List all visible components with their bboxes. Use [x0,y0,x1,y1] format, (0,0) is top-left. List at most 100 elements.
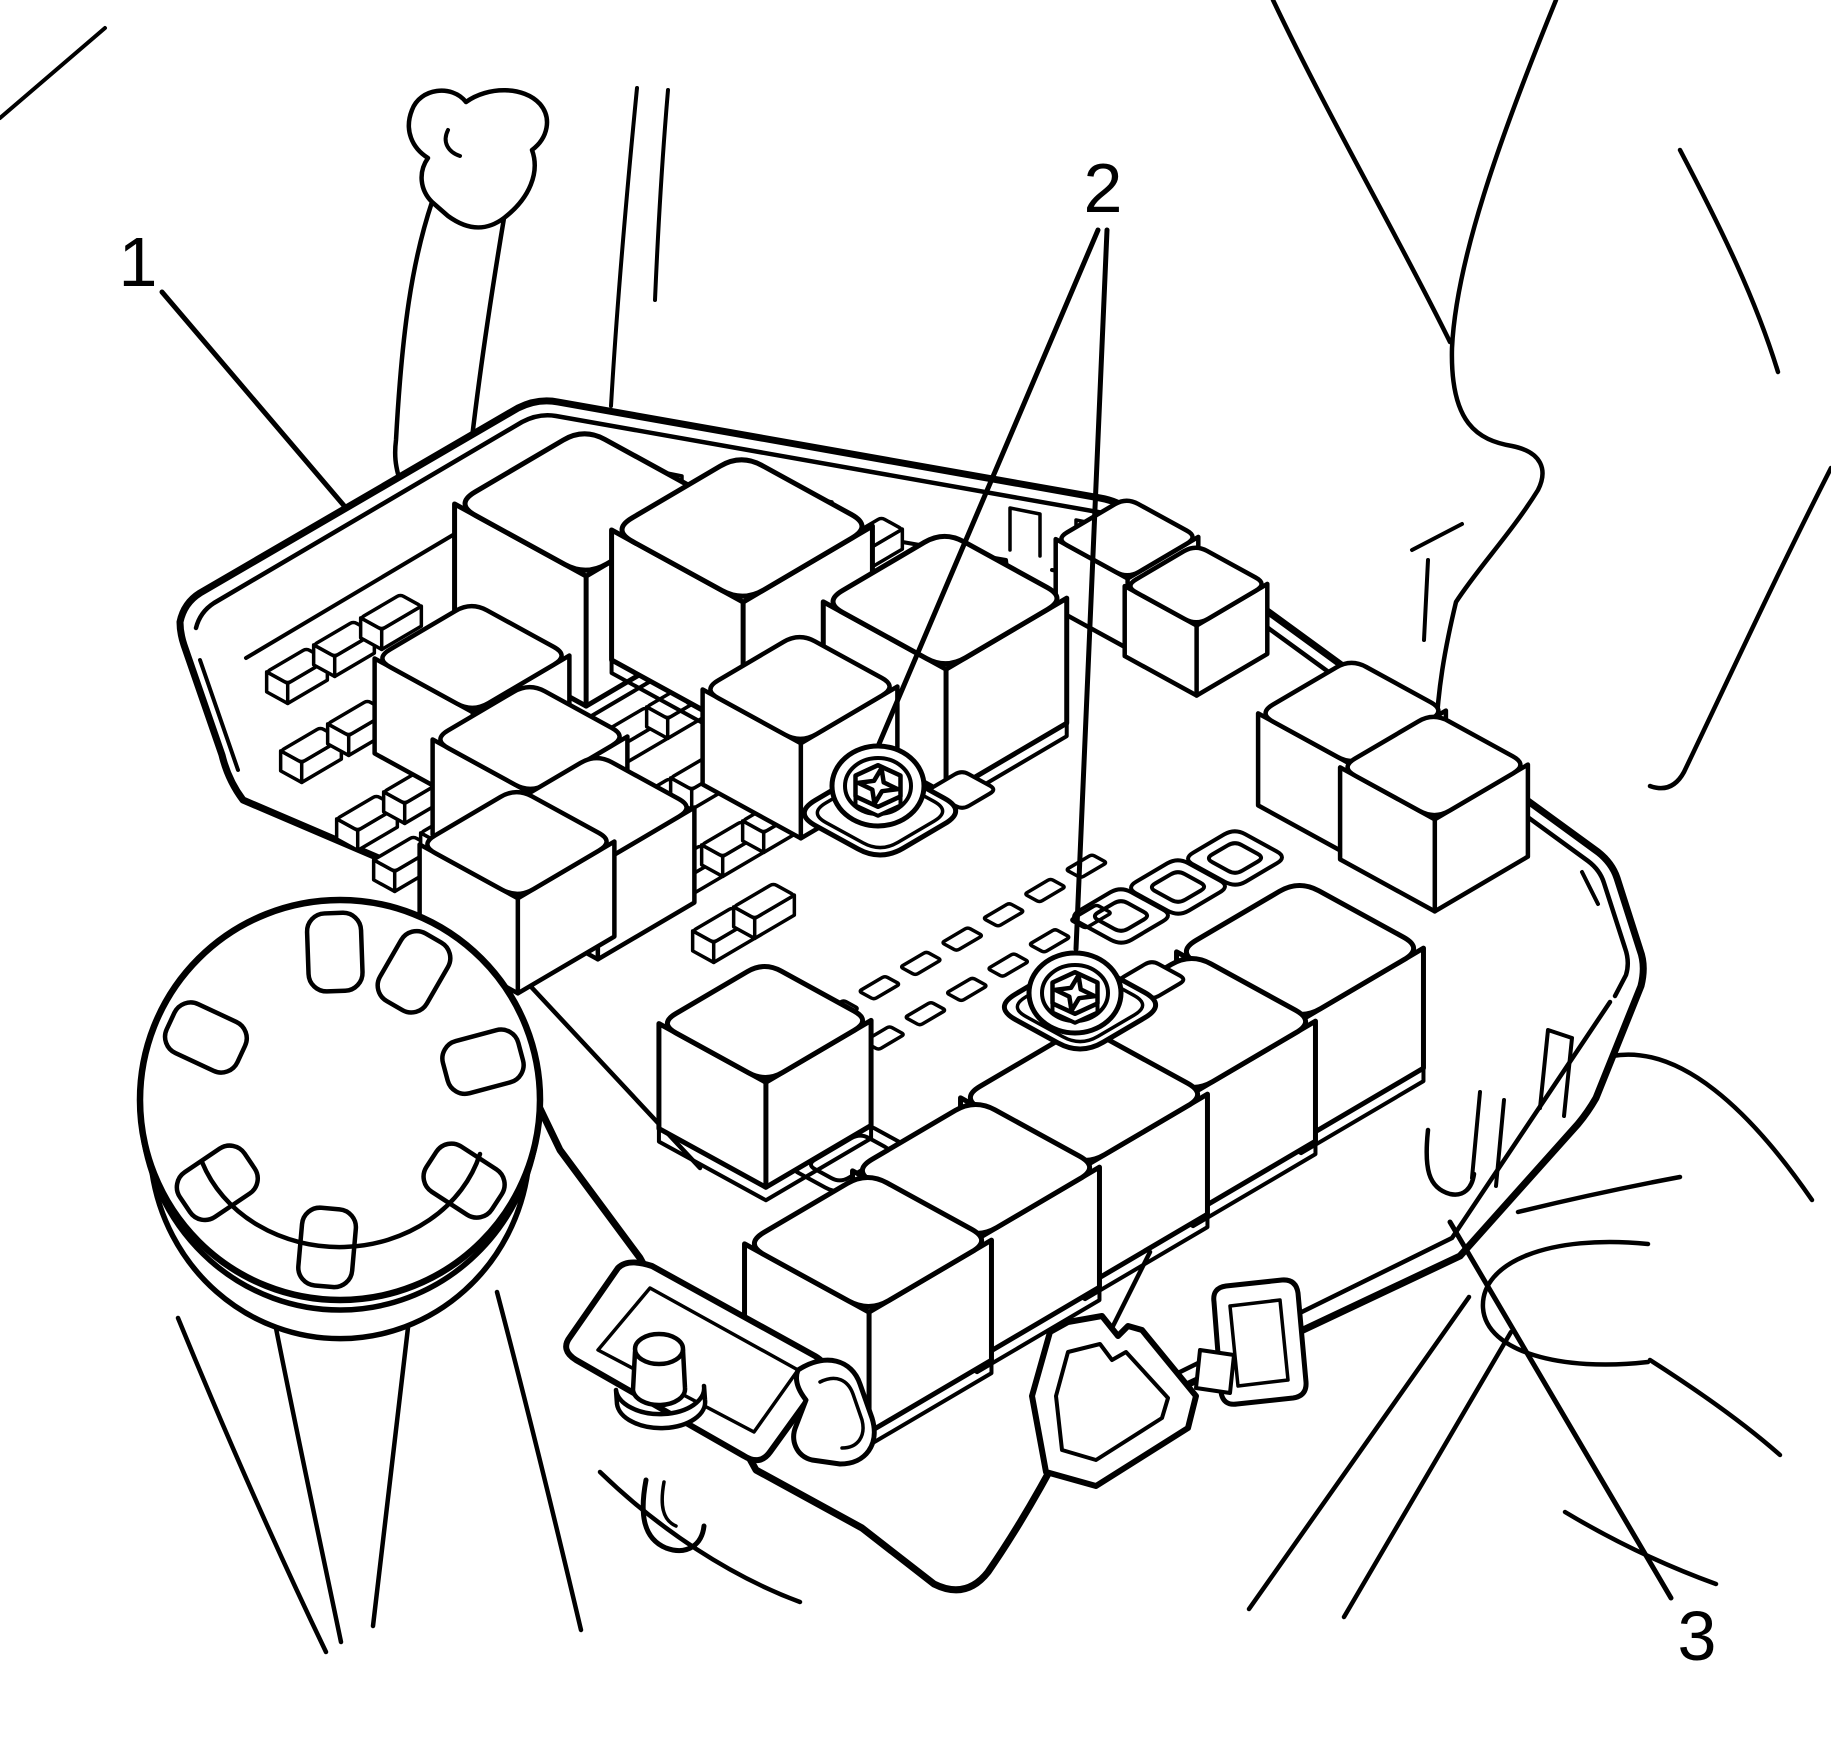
callout-1-label: 1 [119,223,158,301]
jcase-fuse-inner [1092,899,1150,933]
under-bracket-curve [597,1469,803,1605]
terminal-slot [1065,853,1108,879]
relay-cube-top [708,634,892,742]
callouts: 1 2 3 [119,149,1717,1675]
relay-cube [1337,714,1531,914]
reservoir-line-2 [269,1305,344,1645]
screw-pod-inner [1015,968,1145,1044]
terminal-slot [1028,928,1071,954]
screw-1-assembly [801,743,996,858]
relay-cube-top [751,1175,985,1309]
screw-group [801,743,1186,1052]
mini-fuse [358,593,424,652]
tray-clip [1008,506,1042,558]
lower-right-curve [1609,1052,1815,1203]
terminal-slot [904,1000,947,1027]
cap-grip-notch [296,1205,359,1290]
cap-grip-notch [375,928,453,1015]
terminal-slot [941,926,984,952]
reservoir-line-1 [175,1315,329,1655]
hooked-panel-line [1647,465,1831,791]
engine-bay-background-lines [0,0,1831,1655]
mini-fuse-top [733,882,795,920]
terminal-slot [987,952,1030,978]
cap-grip-notch [304,910,365,994]
reservoir-line-4 [494,1289,584,1633]
lower-diagonal-lines [1246,1294,1514,1620]
mini-fuse [731,882,797,941]
mounting-bracket [563,1259,877,1553]
jcase-fuse-inner [1149,870,1207,904]
bracket-lower-hook [640,1477,707,1553]
mini-fuse [278,726,344,785]
screw-2-assembly [1001,950,1186,1052]
relay-cube-top [425,789,609,897]
housing-clip [1194,1348,1236,1395]
cap-skirt-arc-2 [149,1167,531,1342]
cable-line [609,86,639,408]
connector-housing [1029,1277,1309,1489]
panel-tick-lines [1410,522,1464,642]
phillips-screw-icon [856,766,900,806]
jcase-fuse-inner [1206,841,1264,875]
tray-corner-tick [1580,870,1600,906]
lower-right-curve-2 [1515,1174,1683,1215]
callout-2-leader-b [1073,227,1110,952]
wall-hook-clip [1424,1127,1477,1197]
cable-line-short [653,88,670,302]
fender-nose-curve [1433,0,1559,736]
relay-cube [1122,545,1270,698]
cap-grip-notch [162,1000,249,1075]
hose-end-shape [392,88,550,477]
terminal-slot [899,950,942,977]
mini-fuse-top [360,593,422,631]
terminal-slot [1070,903,1112,930]
cap-grip-notch [421,1141,507,1220]
terminal-slot [1024,877,1066,904]
cap-grip-notch [174,1143,260,1223]
relay-cube-top [1345,714,1523,818]
hose-loop [1480,1239,1651,1367]
relay-cube-top [1128,545,1264,625]
terminal-slot [945,976,988,1003]
cap-grip-notch [440,1027,526,1097]
terminal-slot [982,902,1025,928]
cap-grip-notches [162,910,526,1290]
bracket-hook [791,1357,877,1467]
hose-end-inner-line [443,128,462,158]
left-wall-crease [198,658,240,772]
wall-slot [1470,1090,1506,1188]
screw-pod-inner [815,774,945,850]
bracket-stud [613,1331,708,1431]
relay-cube-top [664,964,866,1080]
phillips-screw-icon [1053,973,1097,1013]
fender-curve-3 [1677,147,1781,375]
housing-outline [1029,1313,1199,1489]
relay-cube-top [619,457,865,599]
stud-top [632,1331,686,1367]
callout-2-label: 2 [1084,149,1123,227]
stud-base [613,1383,708,1431]
cap-skirt-arc-1 [140,1130,540,1313]
relay-cube-top [830,533,1060,667]
jcase-fuse-outer [1186,829,1284,887]
relay-cube-top [380,603,564,711]
cap-inner-dome-arc [199,1151,483,1250]
callout-3-leader [1447,1219,1674,1601]
wall-slot [1538,1028,1574,1118]
reservoir-line-3 [370,1299,414,1629]
relay-cube [656,964,874,1203]
cap-outline [136,896,544,1304]
bracket-plate-inner [596,1286,800,1434]
fender-curve-2 [1270,0,1453,345]
bracket-hook-inner [818,1376,865,1450]
relay-cube-base [656,1123,874,1203]
panel-edge-line [0,26,107,120]
bracket-lower-hook-inner [660,1480,678,1528]
reservoir-cap [136,896,544,1342]
housing-inner-line [1054,1342,1170,1462]
callout-3-label: 3 [1678,1597,1717,1675]
hose-tail [1647,1357,1783,1458]
